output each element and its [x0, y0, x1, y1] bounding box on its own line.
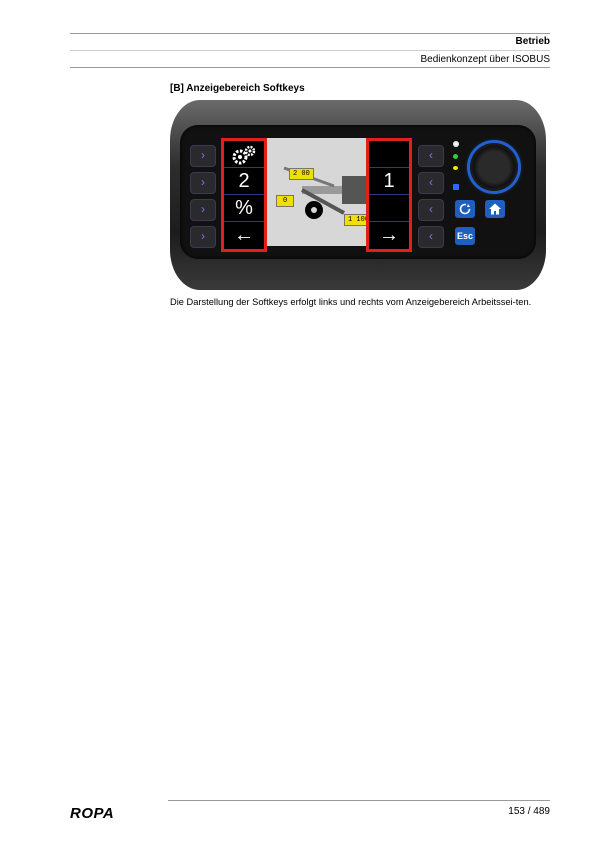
left-side-button-1[interactable]: › [190, 145, 216, 167]
right-side-button-1[interactable]: ‹ [418, 145, 444, 167]
left-side-button-2[interactable]: › [190, 172, 216, 194]
isobus-terminal-image: › › › › 2 00 0 1 100 2 % ← [170, 100, 546, 290]
value-field-2: 0 [276, 195, 295, 207]
home-icon [489, 203, 501, 215]
rotate-button[interactable] [455, 200, 475, 218]
rotary-encoder-dial[interactable] [470, 143, 518, 191]
header-rule-bottom [70, 67, 550, 68]
right-side-button-4[interactable]: ‹ [418, 226, 444, 248]
home-button[interactable] [485, 200, 505, 218]
right-side-button-3[interactable]: ‹ [418, 199, 444, 221]
right-side-button-2[interactable]: ‹ [418, 172, 444, 194]
softkey-two[interactable]: 2 [224, 168, 264, 195]
left-side-button-3[interactable]: › [190, 199, 216, 221]
softkey-settings[interactable] [224, 141, 264, 168]
value-field-1: 2 00 [289, 168, 314, 180]
header-title: Betrieb [515, 36, 550, 47]
header-subtitle: Bedienkonzept über ISOBUS [420, 54, 550, 65]
right-softkey-column: 1 → [366, 138, 412, 252]
header-rule-mid [70, 50, 550, 51]
softkey-arrow-right[interactable]: → [379, 224, 399, 246]
softkey-one[interactable]: 1 [369, 168, 409, 195]
status-led-yellow [453, 166, 458, 170]
status-led-blue [453, 184, 459, 190]
softkey-empty-2[interactable] [369, 195, 409, 222]
section-title: [B] Anzeigebereich Softkeys [170, 83, 305, 94]
left-softkey-column: 2 % ← [221, 138, 267, 252]
status-led-white [453, 141, 459, 147]
page-number: 153 / 489 [508, 806, 550, 817]
gears-icon [232, 145, 256, 165]
status-led-green [453, 154, 458, 159]
softkey-arrow-left[interactable]: ← [234, 224, 254, 246]
esc-button[interactable]: Esc [455, 227, 475, 245]
body-paragraph: Die Darstellung der Softkeys erfolgt lin… [170, 297, 532, 307]
rotate-icon [459, 203, 471, 215]
ropa-logo: ROPA [70, 805, 115, 822]
footer-rule [168, 800, 550, 801]
header-rule-top [70, 33, 550, 34]
softkey-percent[interactable]: % [224, 195, 264, 222]
softkey-empty-1[interactable] [369, 141, 409, 168]
left-side-button-4[interactable]: › [190, 226, 216, 248]
